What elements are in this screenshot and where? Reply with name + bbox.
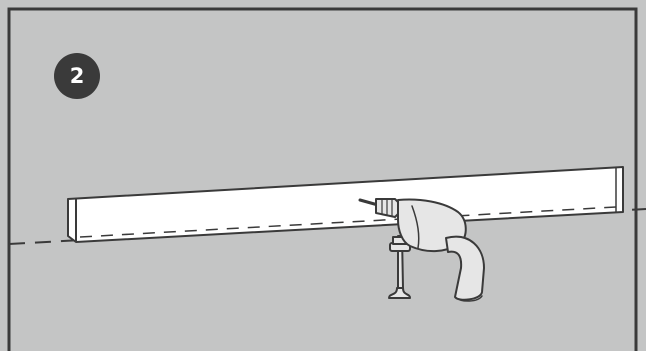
step-number: 2	[69, 63, 85, 88]
step-number-badge: 2	[54, 53, 100, 99]
panel-frame	[7, 7, 638, 351]
wooden-board	[67, 166, 624, 243]
drill-icon	[358, 198, 485, 302]
